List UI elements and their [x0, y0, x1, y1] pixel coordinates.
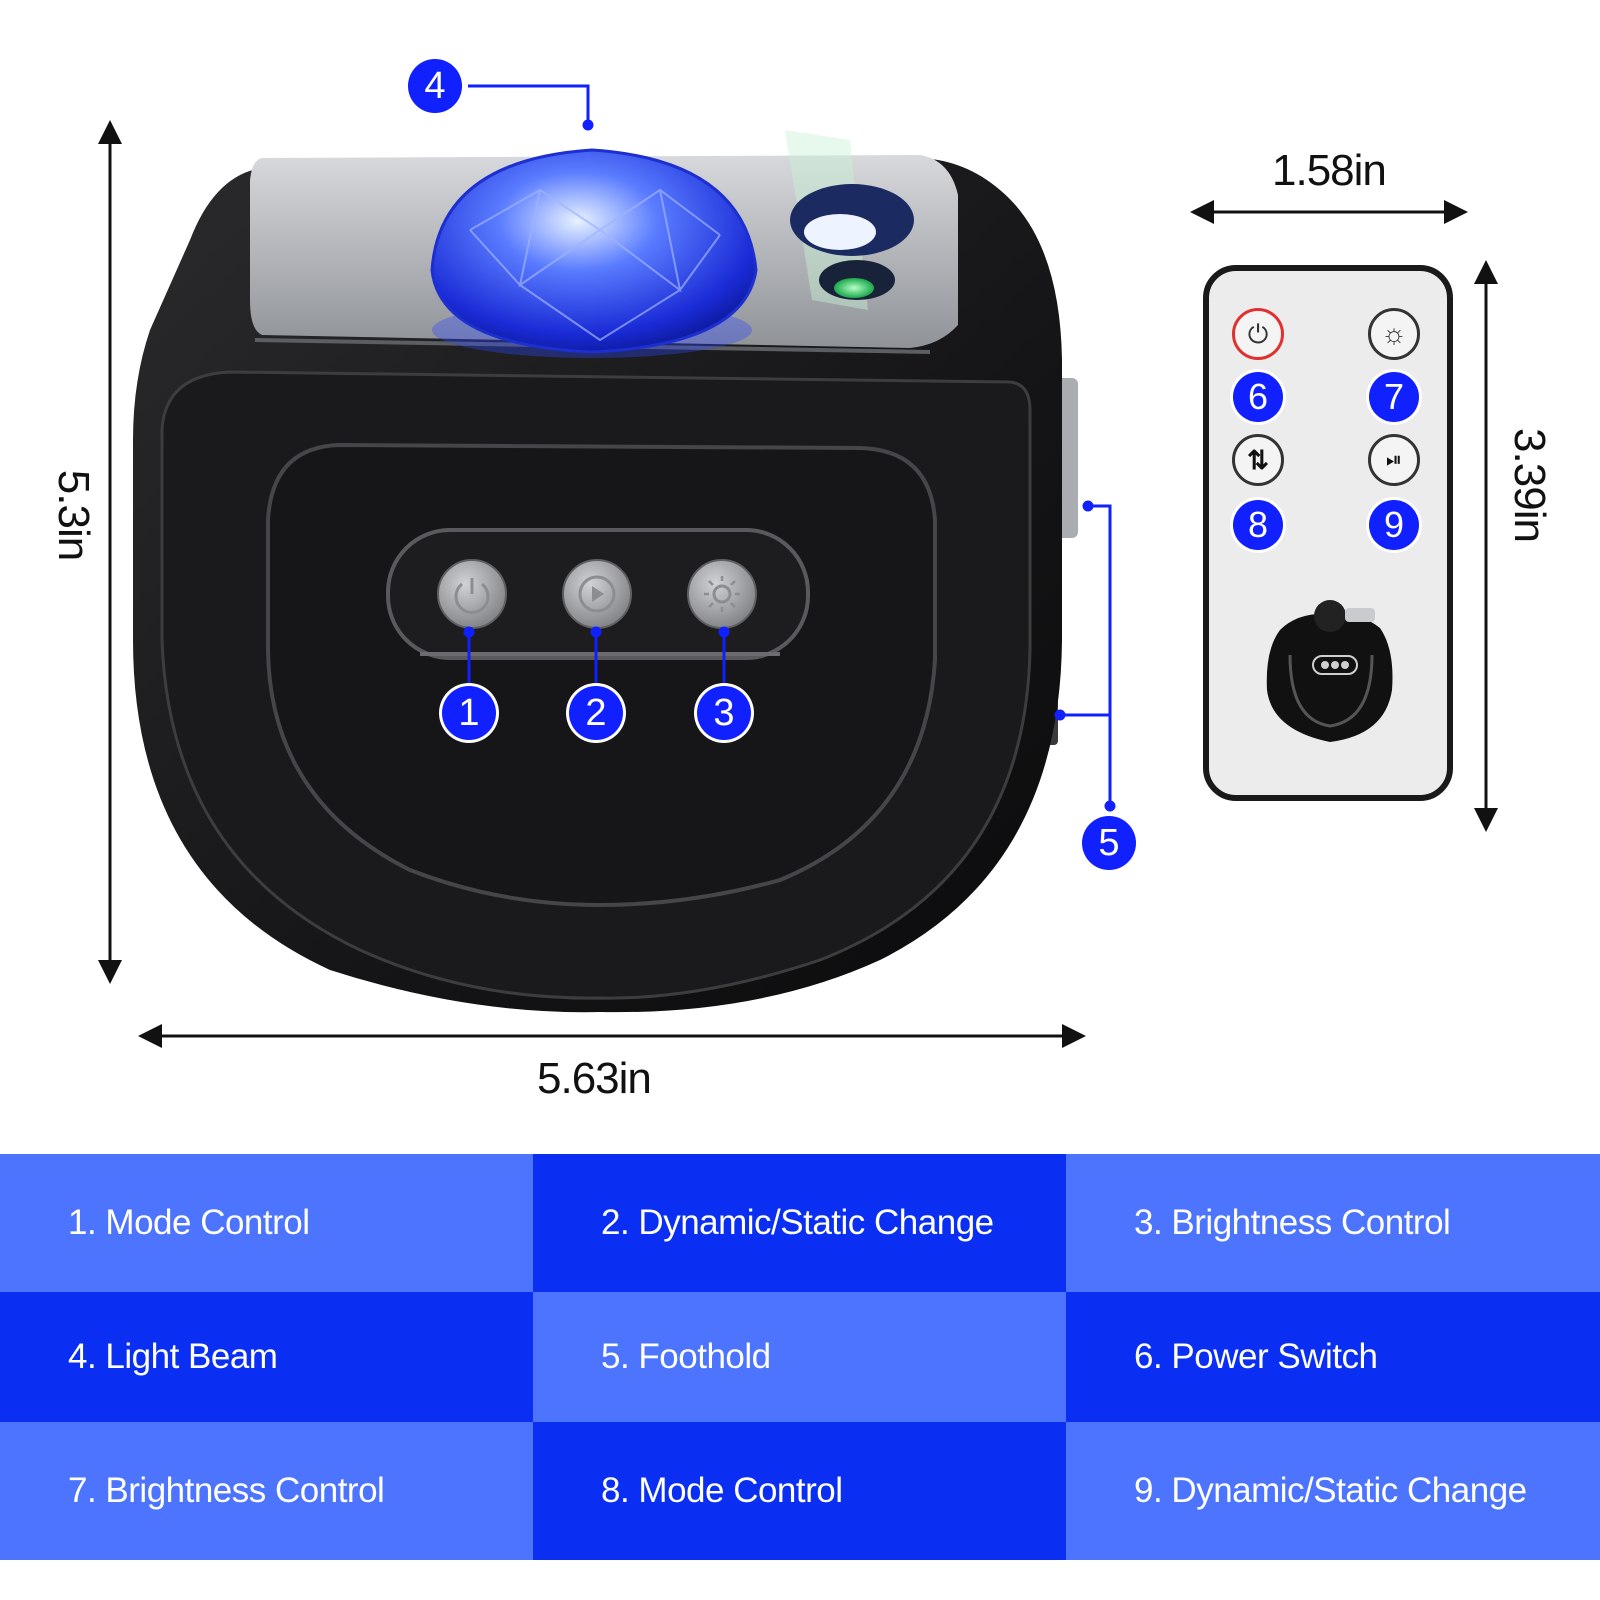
projector-height-label: 5.3in — [49, 469, 99, 561]
legend-item-5: 5. Foothold — [533, 1292, 1066, 1422]
legend-label: 3. Brightness Control — [1134, 1203, 1451, 1242]
legend-label: 5. Foothold — [601, 1337, 771, 1376]
power-icon — [454, 582, 490, 614]
legend-item-4: 4. Light Beam — [0, 1292, 533, 1422]
remote-device-image — [1266, 600, 1393, 742]
legend-label: 9. Dynamic/Static Change — [1134, 1471, 1527, 1510]
legend-item-3: 3. Brightness Control — [1066, 1154, 1600, 1292]
play-pause-icon: ⏯ — [1386, 449, 1402, 471]
callout-5: 5 — [1082, 816, 1136, 870]
sun-icon — [712, 584, 732, 604]
power-icon: ⏻ — [1247, 319, 1269, 349]
callout-8: 8 — [1233, 500, 1283, 550]
callout-3: 3 — [697, 686, 751, 740]
legend-item-1: 1. Mode Control — [0, 1154, 533, 1292]
cycle-play-icon — [578, 575, 616, 613]
sun-icon: ☼ — [1381, 318, 1407, 349]
legend-item-9: 9. Dynamic/Static Change — [1066, 1422, 1600, 1560]
leader-lines — [463, 84, 1116, 812]
swap-arrows-icon: ⇅ — [1247, 445, 1269, 475]
callout-6: 6 — [1233, 372, 1283, 422]
device-button-2[interactable] — [562, 559, 632, 629]
legend-item-7: 7. Brightness Control — [0, 1422, 533, 1560]
legend-item-8: 8. Mode Control — [533, 1422, 1066, 1560]
remote-width-label: 1.58in — [1272, 146, 1387, 195]
callout-9: 9 — [1369, 500, 1419, 550]
remote-power-button[interactable]: ⏻ — [1232, 308, 1284, 360]
legend-item-2: 2. Dynamic/Static Change — [533, 1154, 1066, 1292]
callout-2: 2 — [569, 686, 623, 740]
legend-label: 6. Power Switch — [1134, 1337, 1378, 1376]
projector-illustration — [98, 84, 1498, 1048]
callout-7: 7 — [1369, 372, 1419, 422]
legend-label: 8. Mode Control — [601, 1471, 843, 1510]
product-diagram: ⏻ ☼ ⇅ ⏯ 4 1 2 3 5 6 7 8 9 5.3in 5.63in 1… — [49, 59, 1554, 1103]
legend-label: 1. Mode Control — [68, 1203, 310, 1242]
callout-4: 4 — [408, 59, 462, 113]
device-button-3[interactable] — [687, 559, 757, 629]
remote-play-pause-button[interactable]: ⏯ — [1368, 434, 1420, 486]
legend-label: 2. Dynamic/Static Change — [601, 1203, 994, 1242]
callout-1: 1 — [442, 686, 496, 740]
remote-mode-button[interactable]: ⇅ — [1232, 434, 1284, 486]
legend-label: 4. Light Beam — [68, 1337, 278, 1376]
remote-brightness-button[interactable]: ☼ — [1368, 308, 1420, 360]
legend-item-6: 6. Power Switch — [1066, 1292, 1600, 1422]
laser-lens — [785, 130, 914, 310]
remote-height-label: 3.39in — [1504, 428, 1554, 542]
projector-width-label: 5.63in — [537, 1054, 652, 1103]
light-beam-dome — [430, 148, 758, 358]
feature-legend: 1. Mode Control 2. Dynamic/Static Change… — [0, 1154, 1600, 1560]
legend-label: 7. Brightness Control — [68, 1471, 385, 1510]
device-button-1[interactable] — [437, 559, 507, 629]
